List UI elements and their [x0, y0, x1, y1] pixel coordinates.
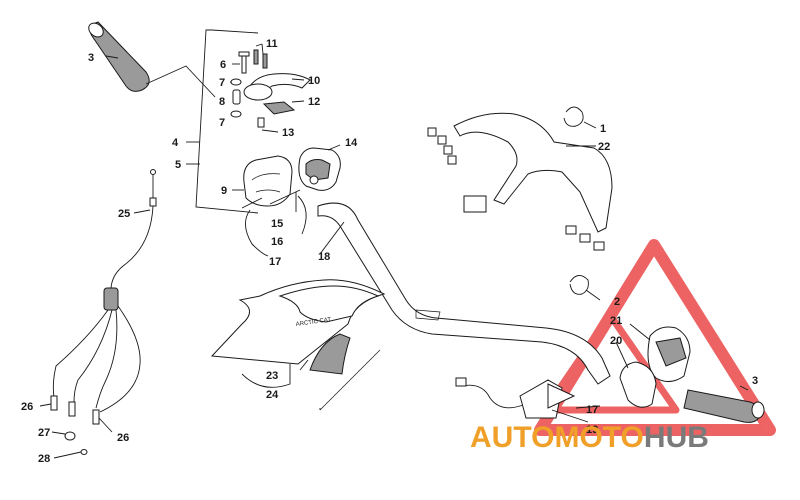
handlebar-pad: ARCTIC CAT: [210, 279, 386, 411]
callout-4: 4: [172, 137, 179, 149]
svg-text:ARCTIC CAT: ARCTIC CAT: [295, 317, 331, 328]
throttle-assembly-frame: [186, 29, 259, 214]
left-grip: [88, 21, 216, 98]
throttle-housing: [232, 155, 307, 257]
callout-10: 10: [308, 75, 320, 87]
switch-housing: [298, 144, 341, 191]
handlebar: [317, 202, 611, 385]
throttle-cable: [39, 169, 157, 459]
callout-1: 1: [600, 123, 606, 135]
callout-6: 6: [220, 59, 226, 71]
watermark-brand-moto: MOTO: [554, 421, 643, 454]
callout-14: 14: [345, 137, 358, 149]
callout-25: 25: [118, 208, 130, 220]
callout-24: 24: [266, 389, 279, 401]
callout-20: 20: [610, 335, 622, 347]
callout-15: 15: [271, 218, 283, 230]
callout-22: 22: [598, 141, 610, 153]
callout-2: 2: [614, 296, 620, 308]
watermark-brand-auto: AUTO: [470, 421, 554, 454]
right-controls: [455, 275, 765, 423]
watermark-logo: [534, 239, 776, 436]
callout-27: 27: [38, 427, 50, 439]
callout-21: 21: [610, 315, 622, 327]
watermark-text: AUTOMOTOHUB: [470, 421, 709, 454]
callout-12: 12: [308, 96, 320, 108]
callout-17-right: 17: [586, 404, 598, 416]
callout-labels: 1 2 3 3 4 5 6 7 7 8 9 10 11 12 13 14 15 …: [21, 38, 758, 465]
callout-16: 16: [271, 236, 283, 248]
throttle-lever-cluster: [230, 43, 311, 133]
watermark-brand-hub: HUB: [644, 421, 709, 454]
callout-26-left: 26: [21, 401, 33, 413]
callout-3-right: 3: [752, 375, 758, 387]
svg-text:AUTOMOTOHUB: AUTOMOTOHUB: [470, 421, 709, 454]
callout-7-bottom: 7: [219, 117, 225, 129]
callout-17-left: 17: [269, 256, 281, 268]
callout-26-right: 26: [117, 432, 129, 444]
callout-28: 28: [38, 453, 50, 465]
callout-19: 19: [586, 424, 598, 436]
callout-8: 8: [219, 96, 225, 108]
callout-23: 23: [266, 370, 278, 382]
callout-9: 9: [221, 185, 227, 197]
callout-3-left: 3: [88, 52, 94, 64]
callout-7-top: 7: [219, 77, 225, 89]
callout-5: 5: [175, 159, 181, 171]
callout-18: 18: [318, 251, 330, 263]
wiring-harness: [427, 106, 613, 251]
callout-13: 13: [282, 127, 294, 139]
callout-11: 11: [266, 38, 278, 50]
